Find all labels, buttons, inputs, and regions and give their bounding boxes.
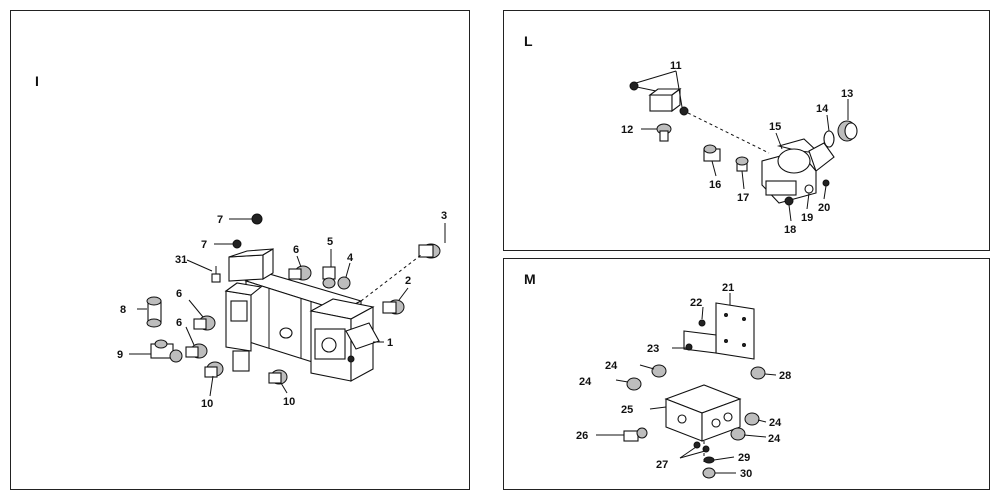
callout-30: 30 bbox=[740, 468, 752, 480]
callout-6b: 6 bbox=[176, 288, 182, 300]
panel-m-leaders bbox=[596, 293, 777, 474]
callout-2: 2 bbox=[405, 275, 411, 287]
callout-24b: 24 bbox=[579, 376, 592, 388]
callout-8: 8 bbox=[120, 304, 126, 316]
panel-l-parts bbox=[629, 81, 858, 206]
panel-m: M bbox=[503, 258, 990, 490]
panel-m-callouts: 21 22 23 24 24 24 24 25 26 27 28 29 30 bbox=[576, 282, 791, 480]
callout-13: 13 bbox=[841, 88, 853, 100]
callout-31: 31 bbox=[175, 254, 187, 266]
panel-i-drawing: 1 2 3 4 5 6 6 6 7 7 8 9 10 10 31 bbox=[117, 210, 447, 410]
panel-i: I bbox=[10, 10, 470, 490]
callout-6a: 6 bbox=[293, 244, 299, 256]
callout-15: 15 bbox=[769, 121, 781, 133]
callout-28: 28 bbox=[779, 370, 791, 382]
callout-26: 26 bbox=[576, 430, 588, 442]
panel-l-callouts: 11 12 13 14 15 16 17 18 19 20 bbox=[621, 60, 853, 236]
callout-6c: 6 bbox=[176, 317, 182, 329]
fittings bbox=[146, 213, 441, 385]
callout-1: 1 bbox=[387, 337, 393, 349]
leader-lines bbox=[129, 218, 446, 397]
panel-l-label: L bbox=[524, 33, 533, 49]
callout-17: 17 bbox=[737, 192, 749, 204]
callout-29: 29 bbox=[738, 452, 750, 464]
callout-24a: 24 bbox=[605, 360, 618, 372]
callout-10a: 10 bbox=[201, 398, 213, 410]
callout-14: 14 bbox=[816, 103, 829, 115]
callout-20: 20 bbox=[818, 202, 830, 214]
panel-l-drawing: 11 12 13 14 15 16 17 18 19 20 bbox=[621, 60, 858, 236]
panel-l: L bbox=[503, 10, 990, 251]
callout-27: 27 bbox=[656, 459, 668, 471]
callout-11: 11 bbox=[670, 60, 682, 72]
callout-18: 18 bbox=[784, 224, 796, 236]
panel-l-leaders bbox=[635, 70, 849, 222]
callout-3: 3 bbox=[441, 210, 447, 222]
panel-m-label: M bbox=[524, 271, 536, 287]
callout-25: 25 bbox=[621, 404, 633, 416]
callout-21: 21 bbox=[722, 282, 734, 294]
panel-i-callouts: 1 2 3 4 5 6 6 6 7 7 8 9 10 10 31 bbox=[117, 210, 447, 410]
callout-12: 12 bbox=[621, 124, 633, 136]
callout-5: 5 bbox=[327, 236, 333, 248]
callout-9: 9 bbox=[117, 349, 123, 361]
callout-23: 23 bbox=[647, 343, 659, 355]
pump-assembly bbox=[224, 248, 380, 382]
callout-24d: 24 bbox=[768, 433, 781, 445]
callout-16: 16 bbox=[709, 179, 721, 191]
panel-i-label: I bbox=[35, 73, 39, 89]
callout-10b: 10 bbox=[283, 396, 295, 408]
callout-7a: 7 bbox=[217, 214, 223, 226]
callout-4: 4 bbox=[347, 252, 354, 264]
callout-19: 19 bbox=[801, 212, 813, 224]
callout-22: 22 bbox=[690, 297, 702, 309]
panel-m-parts bbox=[623, 302, 766, 479]
panel-m-drawing: 21 22 23 24 24 24 24 25 26 27 28 29 30 bbox=[576, 282, 791, 480]
callout-24c: 24 bbox=[769, 417, 782, 429]
callout-7b: 7 bbox=[201, 239, 207, 251]
